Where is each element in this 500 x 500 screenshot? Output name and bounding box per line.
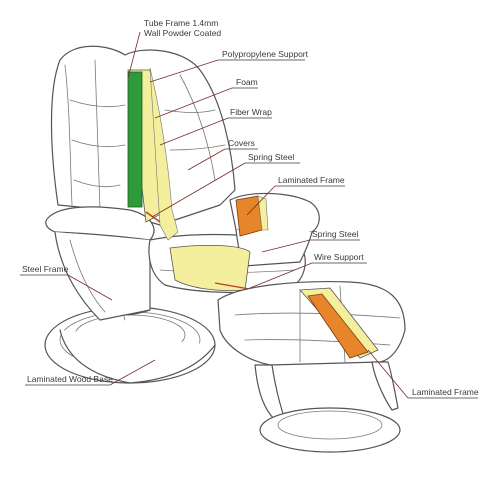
label-fiber-wrap: Fiber Wrap — [230, 107, 272, 117]
label-spring-steel-lower: Spring Steel — [312, 229, 358, 239]
label-laminated-frame-lower: Laminated Frame — [412, 387, 479, 397]
label-polypropylene-support: Polypropylene Support — [222, 49, 309, 59]
cross-section — [127, 67, 269, 291]
label-covers: Covers — [228, 138, 255, 148]
leader-lines — [20, 31, 478, 399]
ottoman — [217, 280, 406, 453]
tube-frame-swatch — [127, 71, 143, 208]
label-tube-frame-1: Tube Frame 1.4mm — [144, 18, 218, 28]
label-steel-frame: Steel Frame — [22, 264, 69, 274]
label-spring-steel-upper: Spring Steel — [248, 152, 294, 162]
label-laminated-wood-base: Laminated Wood Base — [27, 374, 113, 384]
callout-labels: Tube Frame 1.4mm Wall Powder Coated Poly… — [22, 18, 479, 397]
laminated-frame-lower-swatch — [307, 293, 369, 359]
label-laminated-frame-upper: Laminated Frame — [278, 175, 345, 185]
label-foam: Foam — [236, 77, 258, 87]
label-tube-frame-2: Wall Powder Coated — [144, 28, 221, 38]
chair-base — [44, 306, 216, 384]
laminated-frame-upper-swatch — [235, 195, 263, 237]
label-wire-support: Wire Support — [314, 252, 364, 262]
